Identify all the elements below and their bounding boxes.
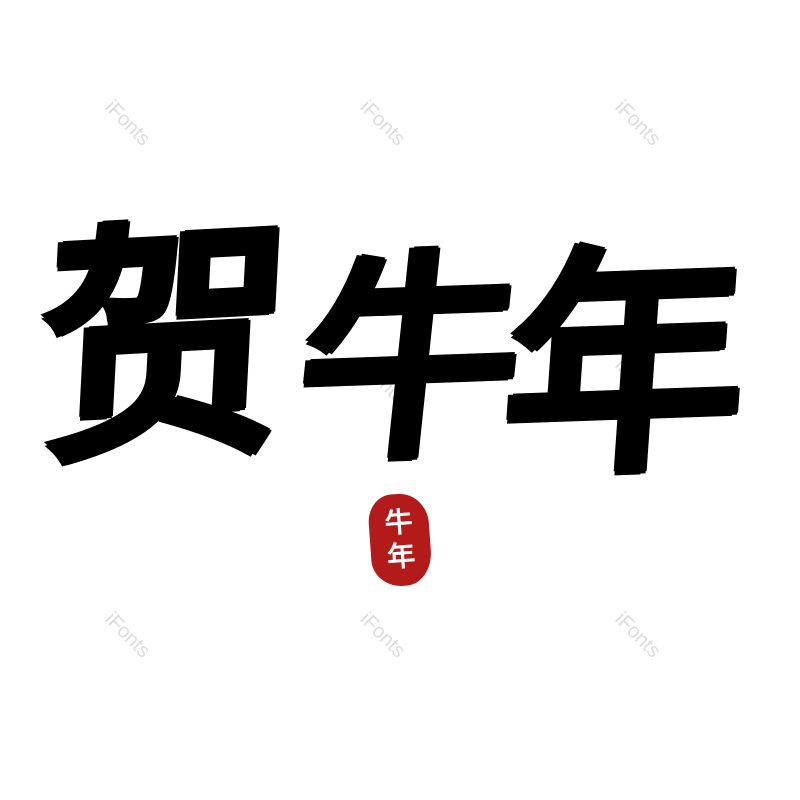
seal-text: 牛 年 [367,492,433,588]
watermark: iFonts [610,608,665,663]
calligraphy-character-he: 贺 [32,190,298,500]
watermark: iFonts [610,96,665,151]
watermark: iFonts [100,96,155,151]
calligraphy-character-nian: 年 [495,219,755,511]
watermark: iFonts [355,608,410,663]
seal-character-top: 牛 [383,505,414,540]
red-seal-stamp: 牛 年 [366,492,434,588]
seal-character-bottom: 年 [386,539,417,574]
calligraphy-character-niu: 牛 [286,225,534,494]
watermark: iFonts [355,96,410,151]
watermark: iFonts [100,608,155,663]
